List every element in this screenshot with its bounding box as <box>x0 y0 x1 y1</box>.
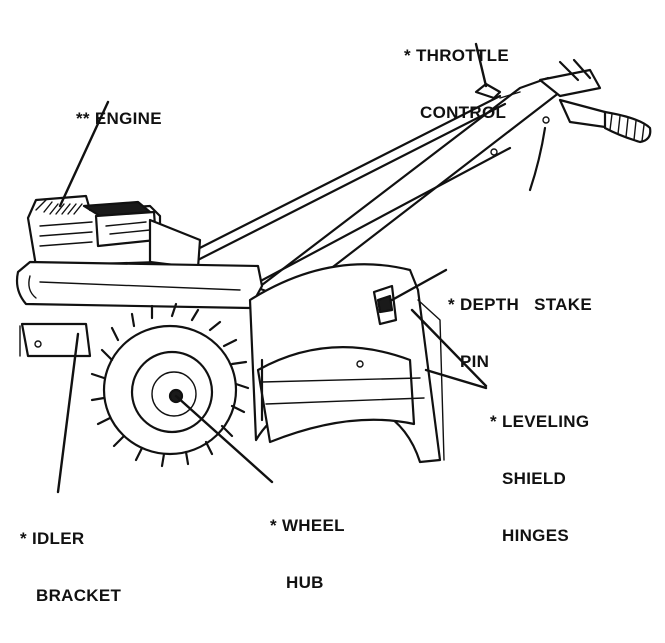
wheel-hub-label: * WHEEL HUB <box>270 478 345 630</box>
handlebar-assembly <box>178 58 652 308</box>
engine-label: ** ENGINE <box>76 71 162 166</box>
leveling-line2: SHIELD <box>502 469 567 488</box>
leader-throttle <box>474 42 488 88</box>
tiller-parts-diagram: * THROTTLE CONTROL ** ENGINE * DEPTH STA… <box>15 8 652 605</box>
wheel-hub-line1: * WHEEL <box>270 516 345 535</box>
leveling-shield-hinges-label: * LEVELING SHIELD HINGES <box>490 374 589 583</box>
throttle-control-label: * THROTTLE CONTROL <box>404 8 509 160</box>
leader-depth-stake <box>390 268 448 302</box>
leader-lines <box>56 42 488 494</box>
tiller-illustration <box>15 42 652 494</box>
depth-stake-assembly <box>372 284 398 326</box>
leader-wheel-hub <box>174 394 274 484</box>
wheel <box>90 302 250 468</box>
idler-bracket-label: * IDLER BRACKET <box>20 491 121 643</box>
belt-guard <box>15 260 312 310</box>
tine-hood <box>248 263 445 464</box>
leader-leveling-1 <box>410 308 488 388</box>
leader-engine <box>58 100 110 208</box>
leader-idler <box>56 332 80 494</box>
engine-line1: ** ENGINE <box>76 109 162 128</box>
throttle-control-line1: * THROTTLE <box>404 46 509 65</box>
engine-block <box>26 194 202 270</box>
depth-stake-pin-label: * DEPTH STAKE PIN <box>448 257 592 409</box>
wheel-hub-line2: HUB <box>286 573 324 592</box>
leader-leveling-2 <box>424 368 488 390</box>
depth-stake-line1: * DEPTH STAKE <box>448 295 592 314</box>
idler-line1: * IDLER <box>20 529 85 548</box>
idler-bracket <box>19 322 92 358</box>
depth-stake-line2: PIN <box>460 352 490 371</box>
leveling-line1: * LEVELING <box>490 412 590 431</box>
throttle-control-line2: CONTROL <box>420 103 507 122</box>
leveling-line3: HINGES <box>502 526 569 545</box>
idler-line2: BRACKET <box>36 586 122 605</box>
